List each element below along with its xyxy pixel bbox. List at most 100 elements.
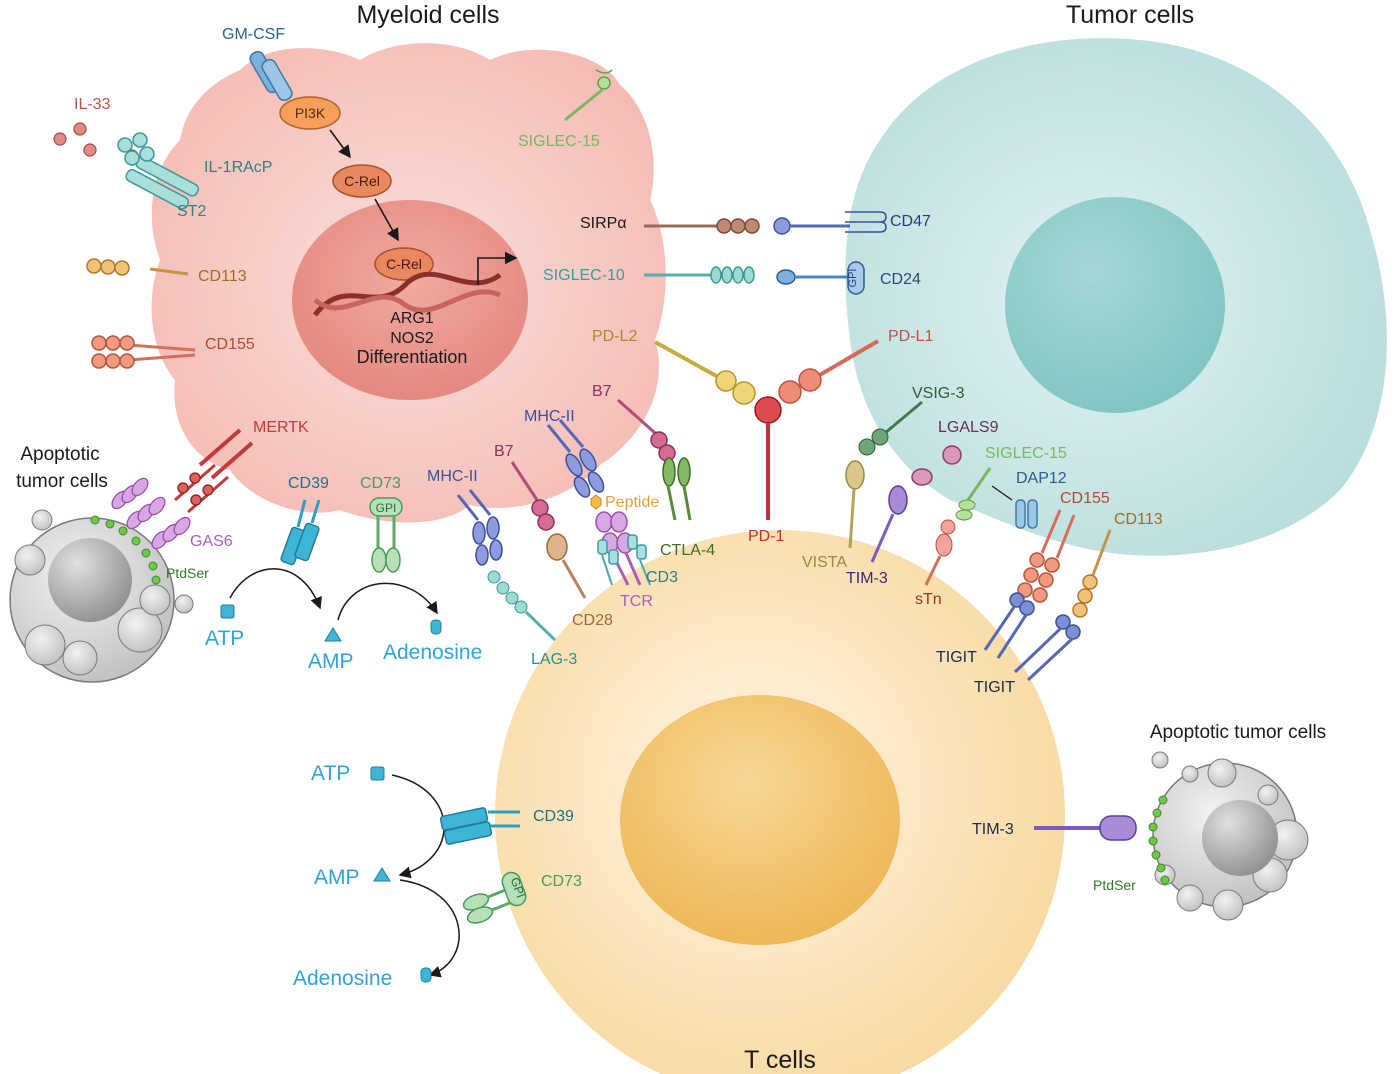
transcription-arrow: [477, 251, 518, 285]
siglec15-tumor: [924, 467, 992, 586]
ptdser-left-label: PtdSer: [166, 565, 209, 581]
tcell-amp-to-adenosine-arrow: [399, 879, 460, 978]
pdl2-label: PD-L2: [592, 328, 637, 345]
cd155-myeloid-label: CD155: [205, 336, 255, 353]
ctla4-receptor: [662, 457, 692, 521]
cd24-label: CD24: [880, 271, 921, 288]
cd3-complex: [597, 534, 651, 586]
vsig3-vista: [845, 400, 923, 549]
cd73-tcell: [462, 871, 527, 924]
crel-nuc-label: C-Rel: [386, 256, 422, 272]
amp-to-adenosine-arrow: [337, 582, 438, 621]
gas6-bridges: [111, 477, 191, 550]
crel-cyto-label: C-Rel: [344, 173, 380, 189]
cd73-myeloid: [369, 497, 403, 573]
mhc2-a-label: MHC-II: [427, 468, 478, 485]
cd47-ligand: [773, 211, 887, 235]
pi3k-node: [279, 96, 341, 130]
b7-a-label: B7: [592, 383, 612, 400]
tigit-a-receptor: [983, 592, 1035, 659]
atp-myeloid-icon: [220, 604, 235, 619]
lag3-label: LAG-3: [531, 651, 577, 668]
crel-cyto-node: [332, 164, 392, 198]
il33-label: IL-33: [74, 96, 111, 113]
mhc2-a-lag3: [456, 489, 557, 642]
cd47-label: CD47: [890, 213, 931, 230]
cd113-myeloid-label: CD113: [198, 268, 247, 285]
st2-il1racp-receptor: [117, 132, 200, 210]
vista-label: VISTA: [802, 554, 847, 571]
pi3k-label: PI3K: [295, 105, 326, 121]
amp-tcell-label: AMP: [314, 866, 360, 889]
pd1-receptor: [754, 396, 782, 520]
ptdser-right-beads: [1148, 795, 1170, 885]
crel-to-nucleus-arrow: [374, 198, 399, 242]
mertk-label: MERTK: [253, 419, 309, 436]
adenosine-myeloid-icon: [430, 619, 442, 635]
crel-nuc-node: [374, 247, 434, 281]
pd1-label: PD-1: [748, 528, 785, 545]
dna-helix: [313, 271, 502, 317]
cd39-myeloid-label: CD39: [288, 475, 329, 492]
apoptotic-cell-left: [9, 509, 194, 683]
gas6-label: GAS6: [190, 533, 233, 550]
adenosine-tcell-label: Adenosine: [293, 967, 392, 990]
myeloid-title: Myeloid cells: [356, 1, 499, 29]
apoptotic-left-title-2: tumor cells: [16, 471, 108, 492]
cd155-tumor-label: CD155: [1060, 490, 1110, 507]
stn-label: sTn: [915, 591, 942, 608]
tcell-atp-to-amp-arrow: [391, 774, 445, 879]
apoptotic-cell-right: [1151, 751, 1309, 921]
tim3-interface-label: TIM-3: [846, 570, 888, 587]
peptide-label: Peptide: [605, 494, 659, 511]
b7-ctla4: [617, 398, 676, 462]
ptdser-right-label: PtdSer: [1093, 877, 1136, 893]
il1racp-label: IL-1RAcP: [204, 159, 272, 176]
cd73-myeloid-gpi: GPI: [376, 501, 397, 515]
lgals9-tim3: [870, 445, 962, 563]
cd39-myeloid: [280, 499, 321, 566]
cd39-tcell: [439, 807, 520, 845]
cd24-gpi-label: GPI: [847, 269, 859, 288]
adenosine-myeloid-label: Adenosine: [383, 641, 482, 664]
tcr-label: TCR: [620, 593, 653, 610]
atp-myeloid-label: ATP: [205, 627, 244, 650]
apoptotic-left-title-1: Apoptotic: [20, 444, 99, 465]
mertk-receptor: [174, 428, 254, 514]
siglec15-tumor-label: SIGLEC-15: [985, 445, 1067, 462]
tumor-nucleus: [1005, 197, 1225, 413]
amp-myeloid-label: AMP: [308, 650, 354, 673]
nos2-label: NOS2: [390, 330, 434, 347]
peptide-hexagon: [590, 494, 602, 510]
cd73-tcell-gpi: GPI: [508, 876, 528, 900]
sirpa-label: SIRPα: [580, 215, 627, 232]
cd39-tcell-label: CD39: [533, 808, 574, 825]
tumor-title: Tumor cells: [1066, 1, 1194, 29]
siglec10-label: SIGLEC-10: [543, 267, 625, 284]
amp-tcell-icon: [373, 867, 391, 882]
cd28-label: CD28: [572, 612, 613, 629]
b7-b-label: B7: [494, 443, 514, 460]
tigit-a-label: TIGIT: [936, 649, 977, 666]
pdl1-label: PD-L1: [888, 328, 933, 345]
cd155-myeloid: [91, 335, 196, 369]
tigit-b-label: TIGIT: [974, 679, 1015, 696]
siglec15-myeloid: [564, 69, 613, 122]
siglec10-receptor: [644, 266, 755, 284]
gmcsf-label: GM-CSF: [222, 26, 285, 43]
mhc2-b-receptor: [546, 419, 605, 498]
cd3-label: CD3: [646, 569, 678, 586]
pdl1-ligand: [778, 339, 880, 404]
adenosine-tcell-icon: [420, 967, 432, 983]
pdl2-ligand: [654, 340, 756, 405]
apoptotic-right-title: Apoptotic tumor cells: [1150, 722, 1326, 743]
st2-label: ST2: [177, 203, 206, 220]
vsig3-label: VSIG-3: [912, 385, 965, 402]
siglec15-myeloid-label: SIGLEC-15: [518, 133, 600, 150]
dap12-adaptor: [991, 485, 1038, 529]
myeloid-nucleus: [292, 200, 528, 400]
cd24-ligand: [776, 261, 865, 295]
cd73-myeloid-label: CD73: [360, 475, 401, 492]
atp-tcell-icon: [370, 766, 385, 781]
